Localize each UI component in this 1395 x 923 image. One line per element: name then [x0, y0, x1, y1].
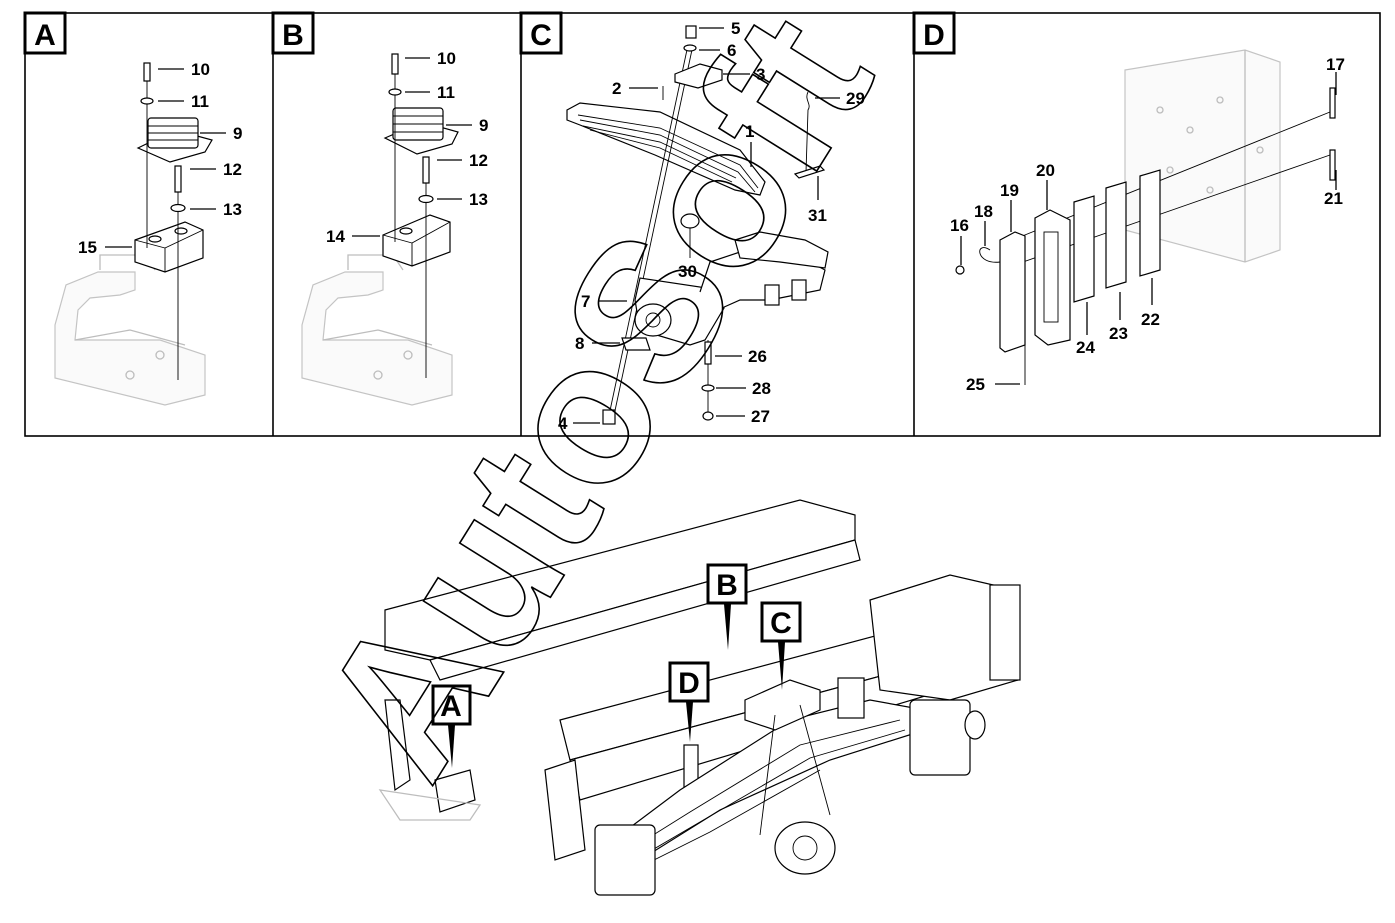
callout-d-18: 18: [974, 202, 993, 221]
callout-d-20: 20: [1036, 161, 1055, 180]
callout-d-16: 16: [950, 216, 969, 235]
overview-callouts: A B C D: [431, 563, 802, 768]
callout-b-14: 14: [326, 227, 345, 246]
overview-a-box: [431, 684, 472, 726]
overview-a-pointer: [448, 725, 455, 768]
callout-b-12: 12: [469, 151, 488, 170]
detail-panels: [24, 12, 1381, 437]
callout-d-22: 22: [1141, 310, 1160, 329]
panel-c-label: C: [530, 19, 552, 52]
callout-a-10: 10: [191, 60, 210, 79]
panel-b-label: B: [282, 19, 304, 52]
callout-c-1: 1: [745, 122, 754, 141]
overview-label-a: A: [440, 690, 462, 723]
panel-a-label-box: [23, 11, 67, 55]
overview-d-pointer: [686, 702, 693, 742]
callout-c-2: 2: [612, 79, 621, 98]
overview-b-box: [706, 563, 748, 605]
panel-b-drawing: [301, 53, 459, 406]
callout-d-17: 17: [1326, 55, 1345, 74]
callout-b-13: 13: [469, 190, 488, 209]
panel-d-label-box: [912, 11, 956, 55]
panel-d: D 17: [912, 11, 1345, 394]
callout-d-25: 25: [966, 375, 985, 394]
chassis-overview: [378, 499, 1021, 896]
callout-c-28: 28: [752, 379, 771, 398]
callout-d-21: 21: [1324, 189, 1343, 208]
panel-a: A 10 11 9 12: [23, 11, 242, 406]
callout-c-5: 5: [731, 19, 740, 38]
panel-b: B 10 11 9 12 13 14: [271, 11, 488, 406]
callout-c-30: 30: [678, 262, 697, 281]
callout-c-8: 8: [575, 334, 584, 353]
panel-d-label: D: [923, 19, 945, 52]
callout-a-15: 15: [78, 238, 97, 257]
overview-label-c: C: [770, 607, 792, 640]
callout-c-31: 31: [808, 206, 827, 225]
panel-b-label-box: [271, 11, 315, 55]
callout-b-9: 9: [479, 116, 488, 135]
overview-label-b: B: [716, 569, 738, 602]
callout-c-3: 3: [756, 65, 765, 84]
overview-label-d: D: [678, 667, 700, 700]
panel-c-label-box: [519, 11, 563, 55]
callout-d-24: 24: [1076, 338, 1095, 357]
overview-c-pointer: [778, 642, 785, 690]
callout-c-26: 26: [748, 347, 767, 366]
panel-a-label: A: [34, 19, 56, 52]
callout-a-9: 9: [233, 124, 242, 143]
callout-c-27: 27: [751, 407, 770, 426]
callout-b-11: 11: [437, 83, 455, 102]
panel-a-drawing: [54, 62, 213, 406]
callout-c-6: 6: [727, 41, 736, 60]
callout-a-11: 11: [191, 92, 209, 111]
panel-c-drawing: [566, 25, 829, 425]
callout-d-23: 23: [1109, 324, 1128, 343]
callout-a-12: 12: [223, 160, 242, 179]
callout-c-7: 7: [581, 292, 590, 311]
callout-d-19: 19: [1000, 181, 1019, 200]
overview-c-box: [760, 601, 802, 643]
overview-d-box: [668, 661, 710, 703]
callout-a-13: 13: [223, 200, 242, 219]
callout-b-10: 10: [437, 49, 456, 68]
callout-c-29: 29: [846, 89, 865, 108]
panel-d-drawing: [955, 49, 1336, 385]
panel-c: C: [519, 11, 865, 433]
overview-b-pointer: [724, 604, 731, 650]
callout-c-4: 4: [558, 414, 568, 433]
